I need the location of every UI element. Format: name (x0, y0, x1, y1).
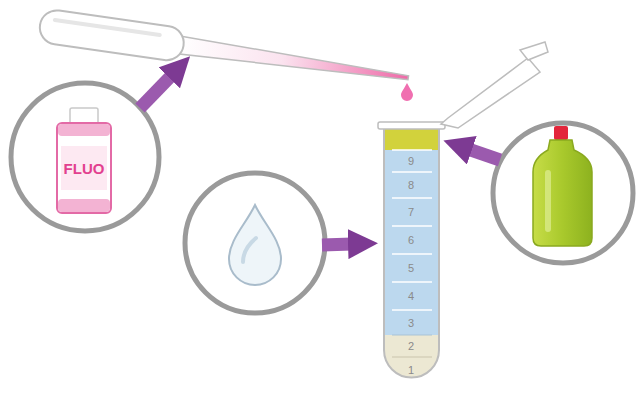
pipette (38, 8, 411, 94)
test-tube (378, 42, 548, 385)
icon-circle (493, 123, 633, 263)
detergent-bottle (533, 126, 592, 246)
scale-number: 5 (408, 263, 414, 274)
bottle-label: FLUO (64, 161, 105, 176)
scale-number: 6 (408, 235, 414, 246)
scale-number: 8 (408, 180, 414, 191)
fluo-bottle (57, 108, 111, 213)
scale-number: 3 (408, 318, 414, 329)
scale-number: 7 (408, 207, 414, 218)
icon-circle (11, 83, 159, 231)
pointer-arrow (140, 75, 172, 108)
scale-number: 4 (408, 291, 414, 302)
pointer-arrow (468, 149, 500, 160)
pink-drop (401, 83, 413, 101)
icon-circle (185, 173, 325, 313)
scale-number: 2 (408, 341, 414, 352)
scale-number: 1 (408, 365, 414, 376)
water-drop (229, 205, 281, 285)
pointer-arrow (322, 244, 352, 245)
scale-number: 9 (408, 156, 414, 167)
